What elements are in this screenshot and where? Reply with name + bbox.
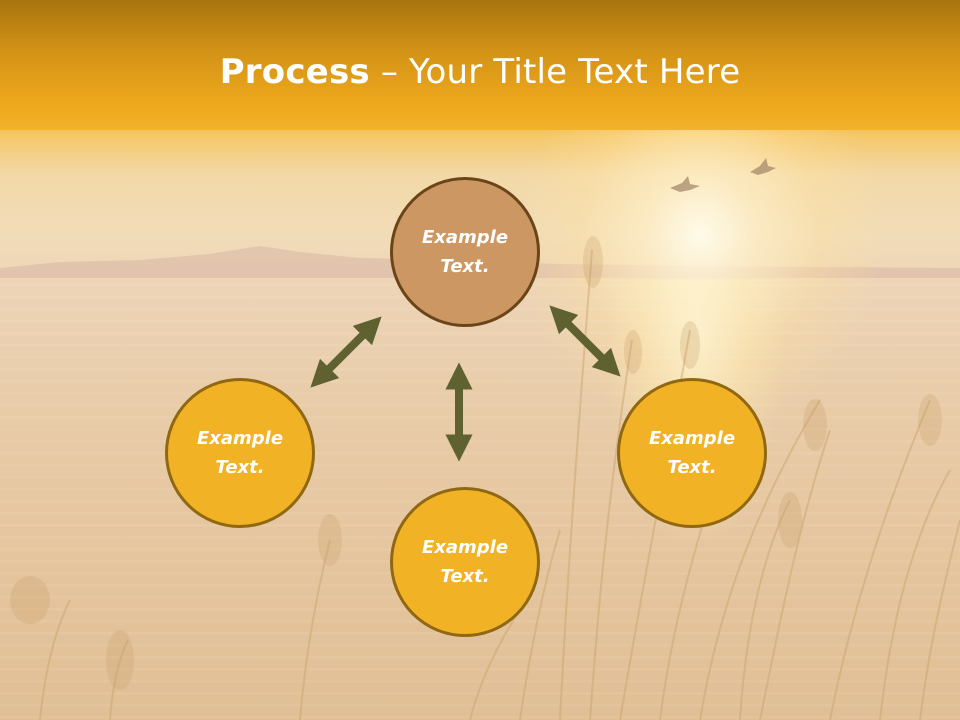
process-node-right: Example Text. <box>617 378 767 528</box>
process-node-top: Example Text. <box>390 177 540 327</box>
title-bold: Process <box>219 52 370 92</box>
slide-title: Process – Your Title Text Here <box>0 52 960 92</box>
arrow-top-left <box>310 316 382 388</box>
process-node-left: Example Text. <box>165 378 315 528</box>
node-label-top: Example Text. <box>421 227 509 277</box>
title-band <box>0 0 960 130</box>
node-label-left: Example Text. <box>196 428 284 478</box>
arrow-top-right <box>549 305 621 377</box>
node-label-right: Example Text. <box>648 428 736 478</box>
title-rest: – Your Title Text Here <box>369 52 741 92</box>
node-label-bottom: Example Text. <box>421 537 509 587</box>
process-node-bottom: Example Text. <box>390 487 540 637</box>
